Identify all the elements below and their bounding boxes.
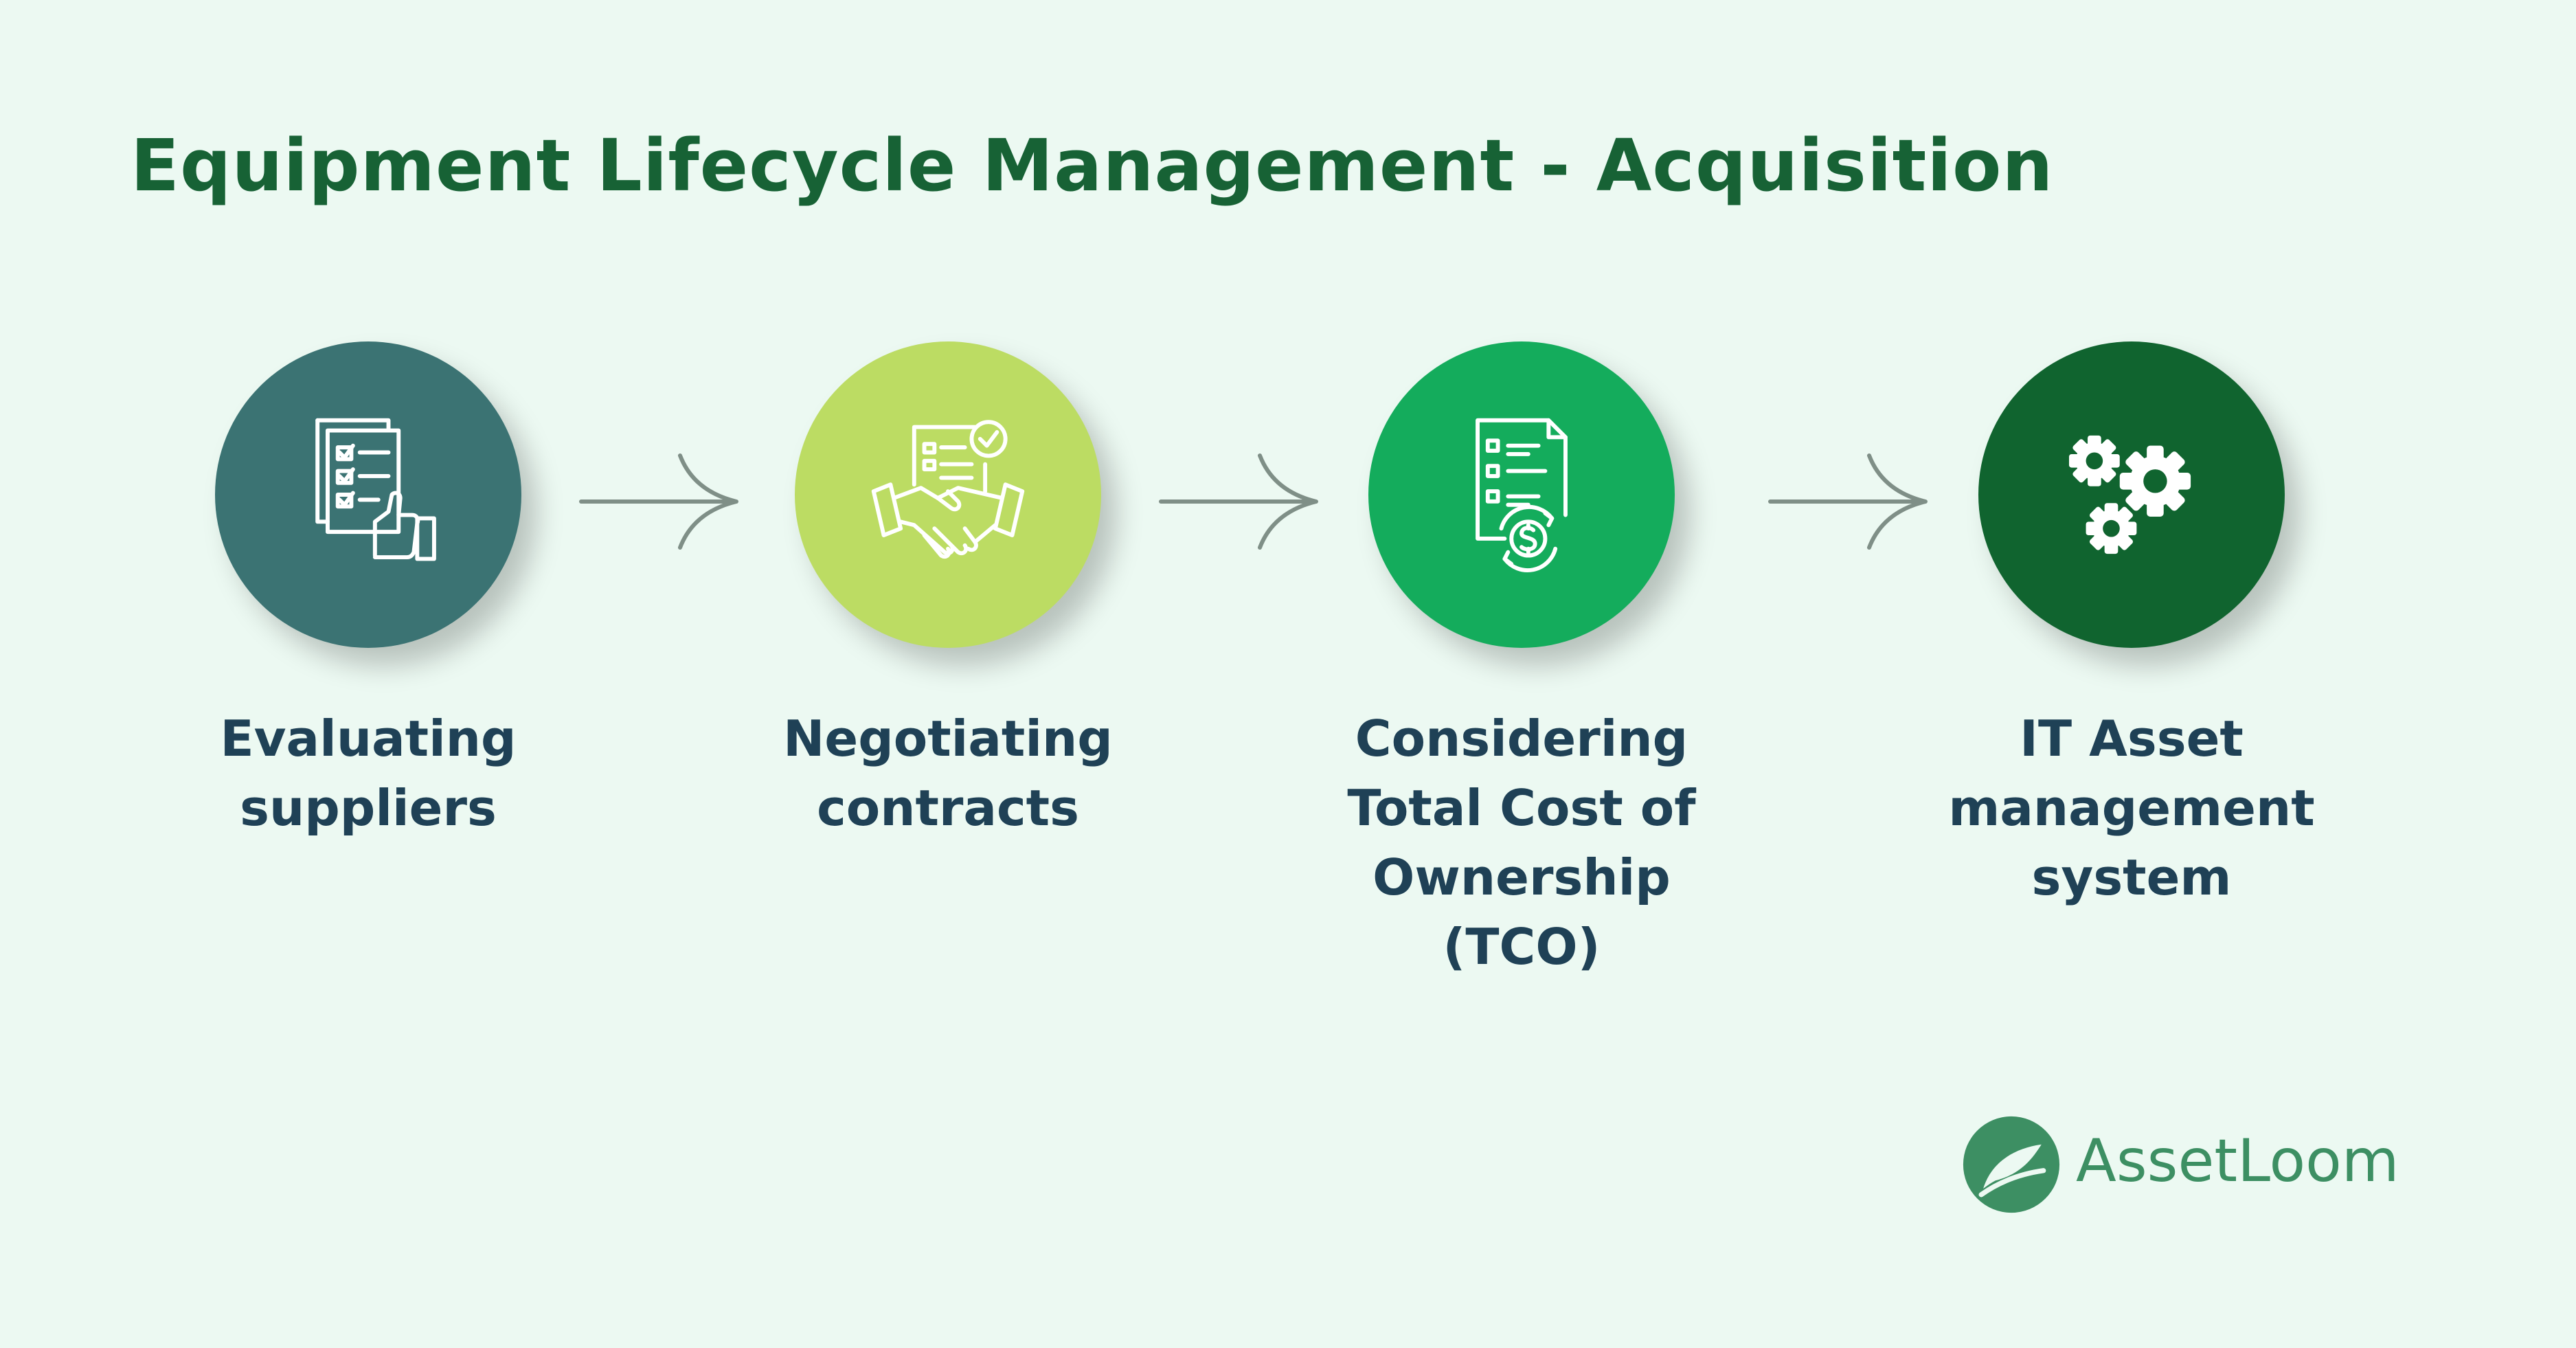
arrow-icon bbox=[1159, 453, 1318, 550]
brand-name: AssetLoom bbox=[2076, 1127, 2399, 1195]
contract-handshake-icon bbox=[871, 420, 1025, 559]
step-label: Considering Total Cost of Ownership (TCO… bbox=[1347, 710, 1696, 976]
gears-icon bbox=[2068, 435, 2191, 554]
arrow-icon bbox=[1768, 453, 1928, 550]
checklist-thumbs-up-icon bbox=[315, 418, 436, 561]
page-title: Equipment Lifecycle Management - Acquisi… bbox=[131, 124, 2054, 207]
step-circle-negotiating-contracts bbox=[795, 341, 1101, 648]
assetloom-logo-icon bbox=[1963, 1116, 2060, 1213]
step-label: Evaluating suppliers bbox=[220, 710, 517, 837]
step-label: Negotiating contracts bbox=[783, 710, 1113, 837]
step-circle-considering-tco bbox=[1368, 341, 1675, 648]
step-circle-evaluating-suppliers bbox=[215, 341, 521, 648]
step-circle-it-asset-management bbox=[1978, 341, 2285, 648]
document-dollar-icon bbox=[1476, 418, 1568, 572]
step-label: IT Asset management system bbox=[1948, 710, 2315, 906]
arrow-icon bbox=[579, 453, 738, 550]
